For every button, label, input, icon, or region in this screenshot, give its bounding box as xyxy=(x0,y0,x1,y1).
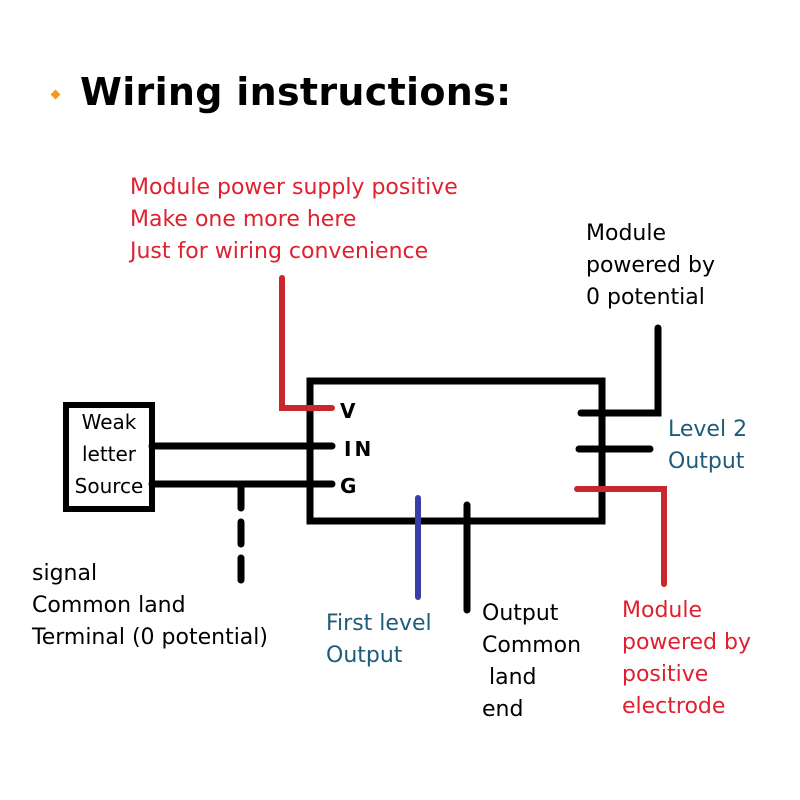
pin-in-label: IN xyxy=(344,437,375,461)
power-positive-note: Module power supply positive Make one mo… xyxy=(130,175,458,264)
page-title: Wiring instructions: xyxy=(80,70,512,114)
pin-g-label: G xyxy=(340,474,360,498)
powered-by-positive-label: Module powered by positive electrode xyxy=(622,598,751,719)
pin-v-label: V xyxy=(340,399,359,423)
signal-common-label: signal Common land Terminal (0 potential… xyxy=(32,561,268,650)
positive-supply-wire xyxy=(574,486,667,587)
output-common-label: Output Common land end xyxy=(482,601,582,722)
zero-potential-wire xyxy=(577,324,662,417)
powered-by-zero-label: Module powered by 0 potential xyxy=(586,221,715,310)
weak-signal-source-label: Weak letter Source xyxy=(74,410,144,498)
power-positive-wire xyxy=(279,275,335,411)
weak-signal-source-box xyxy=(63,402,155,512)
first-level-output-label: First level Output xyxy=(326,611,432,668)
level2-output-label: Level 2 Output xyxy=(668,417,748,474)
